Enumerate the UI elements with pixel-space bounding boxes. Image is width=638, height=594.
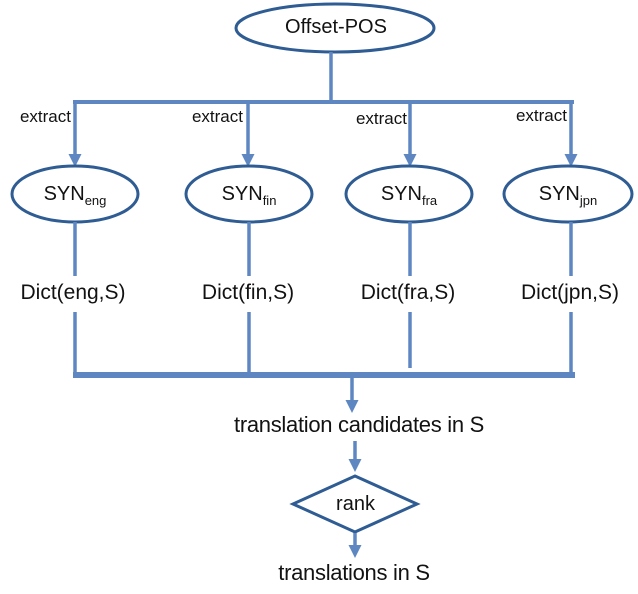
rank-diamond [289,474,421,534]
syn-eng-base: SYN [43,183,85,205]
syn-fin-subscript: fin [262,193,277,208]
dict-jpn-label: Dict(jpn,S) [520,281,620,304]
extract-arrow-jpn-head [564,154,578,167]
syn-jpn-subscript: jpn [579,193,598,208]
translation-candidates-label: translation candidates in S [234,412,484,437]
dict-eng-label: Dict(eng,S) [20,281,126,304]
syn-jpn-base: SYN [538,183,580,205]
extract-label-jpn: extract [515,106,567,125]
rank-to-output-head [348,545,362,558]
offset-pos-label: Offset-POS [285,16,387,38]
merge-to-candidates-head [345,400,359,413]
dict-fin-label: Dict(fin,S) [201,281,295,304]
offset-pos-ellipse [234,2,436,54]
candidates-to-rank-head [348,459,362,472]
syn-fin-label: SYNfin [159,183,339,208]
syn-fin-base: SYN [221,183,263,205]
syn-eng-subscript: eng [84,193,107,208]
extract-label-eng: extract [19,107,71,126]
syn-fra-label: SYNfra [319,183,499,208]
extract-label-fra: extract [355,109,407,128]
syn-fra-base: SYN [380,183,422,205]
translations-output-label: translations in S [278,560,430,585]
extract-arrow-fra-head [403,154,417,167]
syn-jpn-label: SYNjpn [478,183,638,208]
syn-jpn-ellipse [502,164,634,224]
extract-arrow-eng-head [68,154,82,167]
syn-eng-label: SYNeng [0,183,165,208]
dict-fra-label: Dict(fra,S) [360,281,456,304]
syn-fra-subscript: fra [421,193,438,208]
extract-label-fin: extract [191,107,243,126]
rank-label: rank [336,493,375,515]
extract-arrow-fin-head [241,154,255,167]
